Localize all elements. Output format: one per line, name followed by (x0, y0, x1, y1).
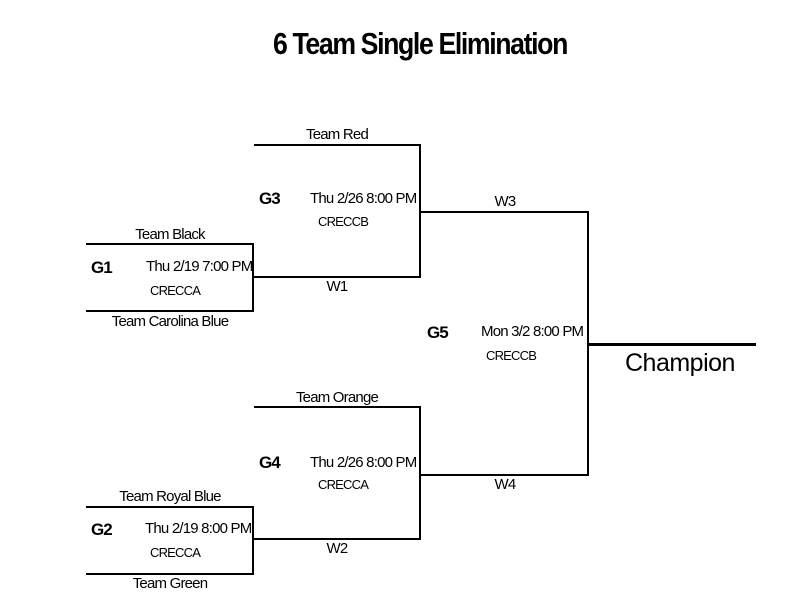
game-label-g3: G3 (259, 189, 281, 208)
team-green-label: Team Green (132, 575, 208, 592)
bracket-line-g3-bottom (254, 276, 421, 278)
bracket-line-g5-top (421, 211, 589, 213)
game-label-g1: G1 (91, 258, 113, 277)
bracket-line-g4-bottom (254, 538, 421, 540)
bracket-line-g5-bottom (421, 474, 589, 476)
bracket-line-g1-top (86, 243, 254, 245)
game-label-g2: G2 (91, 520, 113, 539)
bracket-line-g1-bottom (86, 310, 254, 312)
bracket-line-g3-right (419, 144, 421, 277)
team-carolina-blue-label: Team Carolina Blue (111, 313, 229, 330)
winner-label-w4: W4 (494, 476, 517, 493)
game-datetime-g4: Thu 2/26 8:00 PM (310, 454, 417, 471)
bracket-line-g4-top (254, 406, 421, 408)
game-venue-g4: CRECCA (318, 477, 369, 492)
champion-label: Champion (625, 349, 735, 377)
team-red-label: Team Red (306, 126, 369, 143)
bracket-line-g5-right (587, 211, 589, 475)
bracket-line-g2-bottom (86, 573, 254, 575)
team-black-label: Team Black (135, 226, 205, 243)
game-label-g4: G4 (259, 453, 281, 472)
bracket-line-g1-right (252, 243, 254, 311)
bracket-line-g3-top (254, 144, 421, 146)
game-venue-g2: CRECCA (150, 545, 201, 560)
bracket-line-g2-top (86, 506, 254, 508)
winner-label-w2: W2 (326, 540, 349, 557)
page-title: 6 Team Single Elimination (273, 26, 568, 61)
winner-label-w1: W1 (326, 278, 349, 295)
game-venue-g5: CRECCB (486, 348, 537, 363)
game-venue-g3: CRECCB (318, 214, 369, 229)
game-venue-g1: CRECCA (150, 283, 201, 298)
game-datetime-g2: Thu 2/19 8:00 PM (145, 520, 252, 537)
team-orange-label: Team Orange (295, 389, 379, 406)
game-datetime-g1: Thu 2/19 7:00 PM (146, 258, 253, 275)
game-label-g5: G5 (427, 323, 449, 342)
bracket-line-g2-right (252, 506, 254, 574)
team-royal-blue-label: Team Royal Blue (119, 488, 221, 505)
champion-line (589, 343, 756, 346)
bracket-line-g4-right (419, 406, 421, 539)
winner-label-w3: W3 (494, 193, 517, 210)
game-datetime-g3: Thu 2/26 8:00 PM (310, 190, 417, 207)
game-datetime-g5: Mon 3/2 8:00 PM (481, 323, 584, 340)
